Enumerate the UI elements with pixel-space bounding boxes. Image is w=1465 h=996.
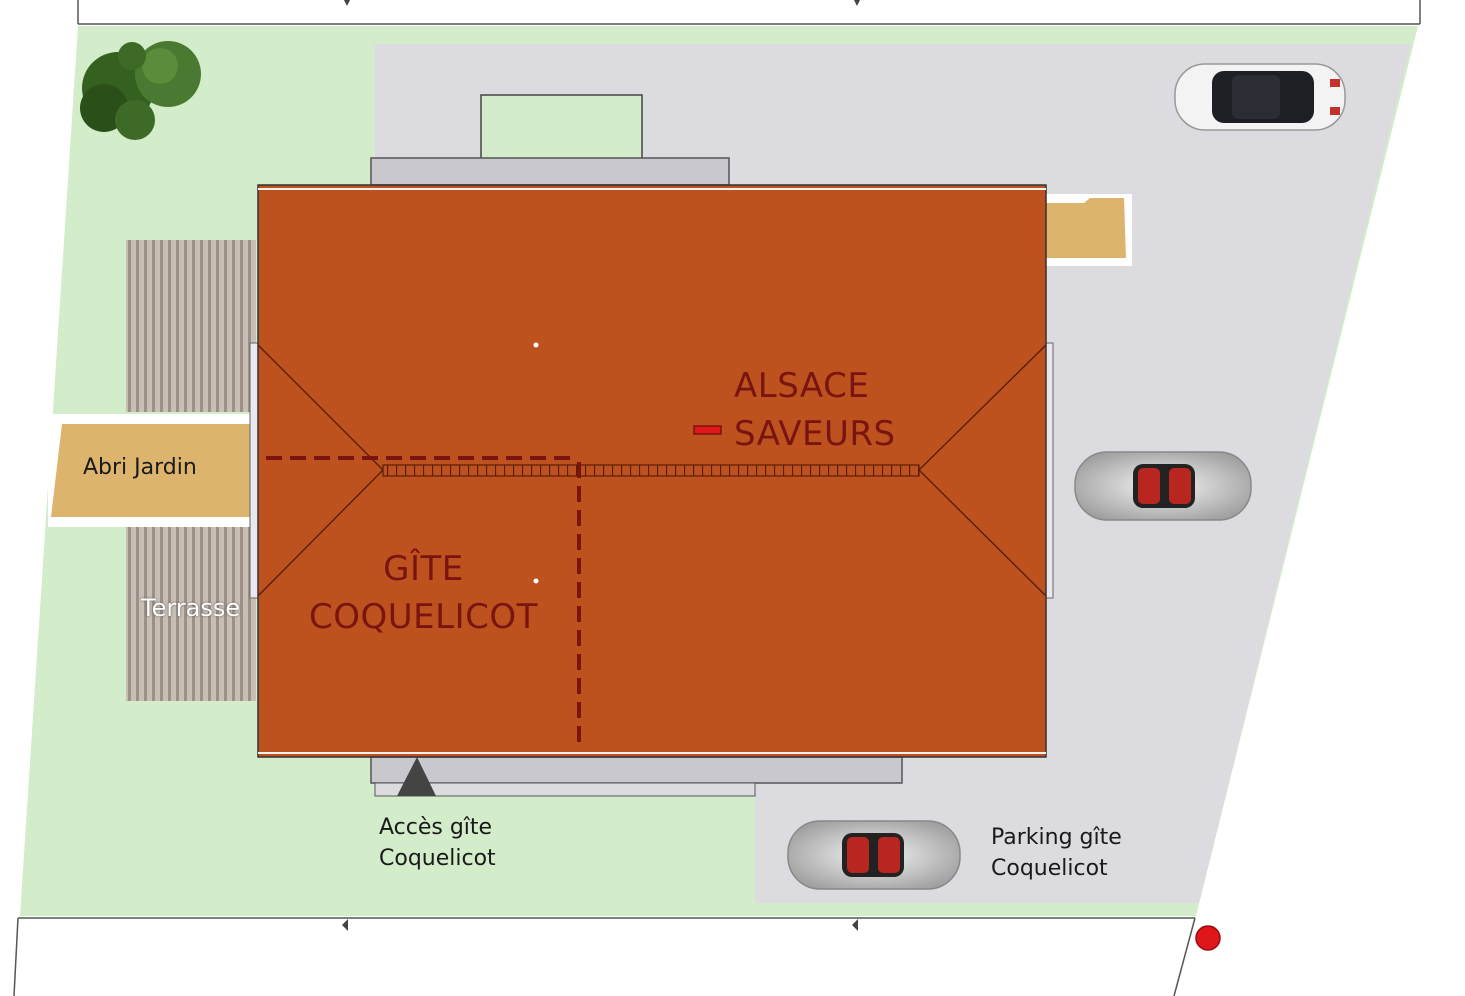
tree-icon	[80, 41, 201, 140]
unit-divider-lines	[266, 456, 581, 742]
roof-dot	[533, 578, 539, 584]
north-annex	[480, 94, 643, 162]
boundary-tick-icons	[342, 0, 860, 931]
terrasse-label: Terrasse	[141, 594, 241, 622]
car-icon	[1174, 63, 1346, 131]
west-gable-strip	[249, 342, 259, 599]
alsace-saveurs-label: ALSACE SAVEURS	[734, 366, 896, 454]
parcel-boundaries	[13, 0, 1421, 996]
roof-hip-lines	[257, 344, 1047, 597]
north-balcony	[370, 157, 730, 186]
red-dot-marker-icon	[1195, 925, 1221, 951]
terrace-deck-north	[126, 240, 256, 412]
east-gable-strip	[1045, 342, 1054, 599]
east-platform	[1046, 198, 1126, 258]
parking-gite-label: Parking gîte Coquelicot	[991, 825, 1122, 881]
south-balcony	[370, 756, 903, 784]
car-icon	[1074, 451, 1252, 521]
south-step	[374, 782, 756, 797]
terrace-deck-south	[126, 527, 256, 701]
car-icon	[787, 820, 961, 890]
acces-gite-label: Accès gîte Coquelicot	[379, 815, 496, 871]
roof-ridge	[382, 464, 920, 477]
entrance-triangle-icon	[397, 757, 436, 796]
red-bar-marker-icon	[693, 425, 722, 435]
gite-coquelicot-label: GÎTE COQUELICOT	[309, 549, 538, 637]
roof-dot	[533, 342, 539, 348]
abri-jardin-label: Abri Jardin	[83, 455, 197, 480]
garden-shed	[51, 424, 252, 517]
